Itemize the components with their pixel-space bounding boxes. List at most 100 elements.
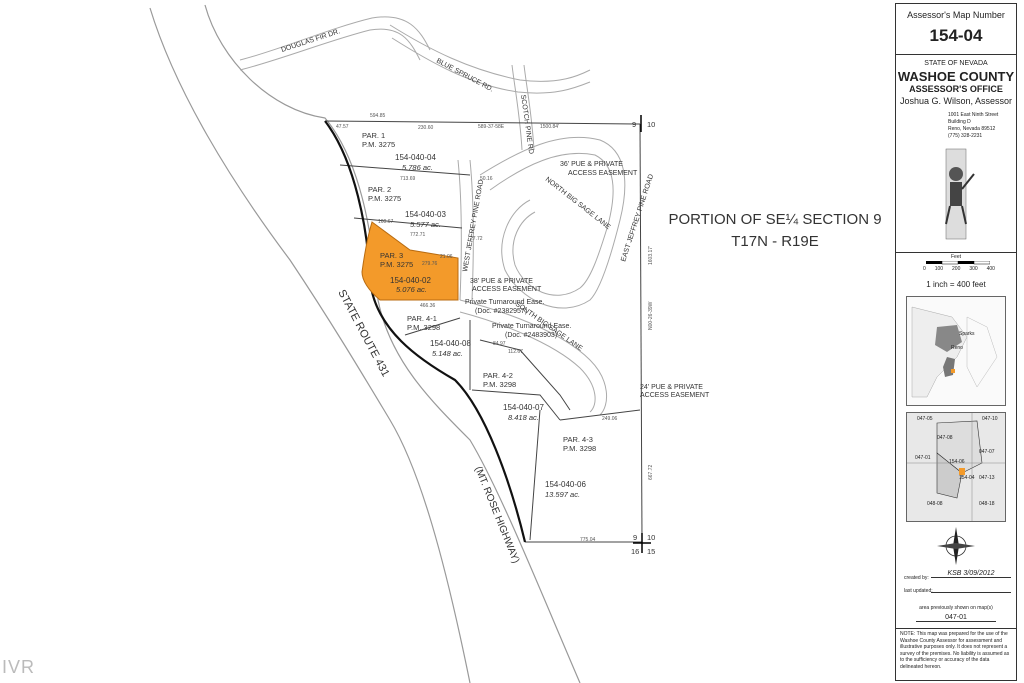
easement-text: ACCESS EASEMENT	[568, 170, 638, 177]
index-label: 154-06	[949, 459, 965, 465]
dimension-label: 279.76	[422, 261, 438, 267]
road-label-blue-spruce: BLUE SPRUCE RD.	[435, 58, 494, 94]
index-label: 154-04	[959, 475, 975, 481]
dimension-label: N00-26-39W	[648, 301, 654, 330]
road-douglas-fir-2	[239, 16, 431, 61]
dimension-label: 1500.84'	[540, 124, 559, 130]
easement-text: ACCESS EASEMENT	[640, 392, 710, 399]
portion-title: PORTION OF SE¼ SECTION 9	[668, 211, 881, 228]
section-number: 10	[647, 533, 655, 542]
index-label: 047-13	[979, 475, 995, 481]
dimension-label: 21.06	[440, 254, 453, 260]
last-updated-value	[931, 583, 1011, 593]
area-previous-value: 047-01	[916, 614, 996, 622]
dimension-label: 84.97	[493, 341, 506, 347]
easement-text: 24' PUE & PRIVATE	[640, 384, 703, 391]
dimension-label: 27.72	[470, 236, 483, 242]
dimension-label: 466.36	[420, 303, 436, 309]
parcel-acres: 13.597 ac.	[545, 490, 580, 499]
road-scotch-pine-2	[523, 64, 535, 151]
index-label: 047-08	[937, 435, 953, 441]
last-updated-label: last updated:	[904, 588, 933, 594]
locator-map: Sparks Reno	[906, 296, 1006, 406]
index-label: 048-18	[979, 501, 995, 507]
road-label-mt-rose: (MT. ROSE HIGHWAY)	[472, 465, 521, 565]
parcel-label: PAR. 1	[362, 131, 385, 140]
parcel-label: PAR. 3	[380, 251, 403, 260]
section-number: 9	[633, 533, 637, 542]
highlighted-parcel-154-040-02[interactable]	[361, 221, 459, 301]
parcel-label: PAR. 4-2	[483, 371, 513, 380]
road-west-jeffrey-2	[469, 159, 474, 301]
parcel-apn: 154-040-03	[405, 210, 446, 219]
road-label-north-big-sage: NORTH BIG SAGE LANE	[544, 176, 612, 231]
easement-text: (Doc. #2382957)	[475, 308, 527, 315]
section-number: 9	[632, 120, 636, 129]
parcel-acres: 5.148 ac.	[432, 349, 463, 358]
parcel-apn: 154-040-06	[545, 480, 586, 489]
road-north-big-sage-2	[489, 152, 614, 296]
section-number: 10	[647, 120, 655, 129]
north-arrow-icon	[937, 527, 975, 565]
index-label: 047-05	[917, 416, 933, 422]
index-label: 047-10	[982, 416, 998, 422]
disclaimer-note: NOTE: This map was prepared for the use …	[900, 631, 1010, 670]
highway-edge-west	[149, 7, 471, 683]
county-label: WASHOE COUNTY	[897, 69, 1015, 84]
address-block: 1001 East Ninth Street Building D Reno, …	[948, 112, 999, 139]
parcel-acres: 5.076 ac.	[396, 285, 427, 294]
scale-unit: Feet	[950, 254, 961, 260]
easement-text: 38' PUE & PRIVATE	[470, 278, 533, 285]
locator-city: Sparks	[959, 331, 975, 337]
township-range: T17N - R19E	[731, 233, 819, 250]
easement-text: 36' PUE & PRIVATE	[560, 161, 623, 168]
index-map: 047-05 047-10 047-08 047-01 047-07 154-0…	[906, 412, 1006, 522]
watermark: IVR	[2, 657, 36, 677]
parcel-acres: 8.418 ac.	[508, 413, 539, 422]
created-by-value: KSB 3/09/2012	[931, 570, 1011, 578]
dimension-label: 667.72	[648, 464, 654, 480]
parcel-label: PAR. 2	[368, 185, 391, 194]
easement-text: Private Turnaround Ease.	[465, 299, 544, 306]
road-douglas-fir	[239, 28, 421, 71]
road-label-state-route: STATE ROUTE 431	[335, 288, 391, 379]
dimension-label: 772.71	[410, 232, 426, 238]
parcel-lines	[324, 120, 643, 543]
parcel-label: PAR. 4-1	[407, 314, 437, 323]
parcel-acres: 5.577 ac.	[410, 220, 441, 229]
easement-text: Private Turnaround Ease.	[492, 323, 571, 330]
dimension-label: 160.67	[378, 219, 394, 225]
right-of-way-line	[324, 120, 527, 543]
assessor-name: Joshua G. Wilson, Assessor	[899, 96, 1013, 106]
title-block-panel: Assessor's Map Number 154-04 STATE OF NE…	[895, 3, 1017, 681]
parcel-apn: 154-040-02	[390, 276, 431, 285]
map-number-label: Assessor's Map Number	[907, 10, 1005, 20]
index-label: 047-01	[915, 455, 931, 461]
section-number: 15	[647, 547, 655, 556]
dimension-label: 594.85	[370, 113, 386, 119]
map-number: 154-04	[929, 26, 983, 45]
road-south-big-sage	[459, 299, 608, 416]
parcel-apn: 154-040-08	[430, 339, 471, 348]
section-corner-bottom	[633, 533, 651, 553]
parcel-pm: P.M. 3298	[407, 323, 440, 332]
dimension-label: 249.06	[602, 416, 618, 422]
index-label: 047-07	[979, 449, 995, 455]
highway-edge-east	[204, 4, 581, 683]
dimension-label: 50.16	[480, 176, 493, 182]
parcel-apn: 154-040-04	[395, 153, 436, 162]
parcel-apn: 154-040-07	[503, 403, 544, 412]
scale-bar	[926, 261, 990, 265]
state-label: STATE OF NEVADA	[924, 60, 988, 67]
dimension-label: 230.60	[418, 125, 434, 131]
easement-text: ACCESS EASEMENT	[472, 286, 542, 293]
county-logo	[945, 148, 975, 240]
locator-city: Reno	[951, 345, 963, 351]
road-south-big-sage-2	[459, 311, 596, 413]
section-number: 16	[631, 547, 639, 556]
road-blue-spruce-2	[391, 37, 591, 94]
scale-text: 1 inch = 400 feet	[926, 280, 986, 289]
dimension-label: 47.57	[336, 124, 349, 130]
